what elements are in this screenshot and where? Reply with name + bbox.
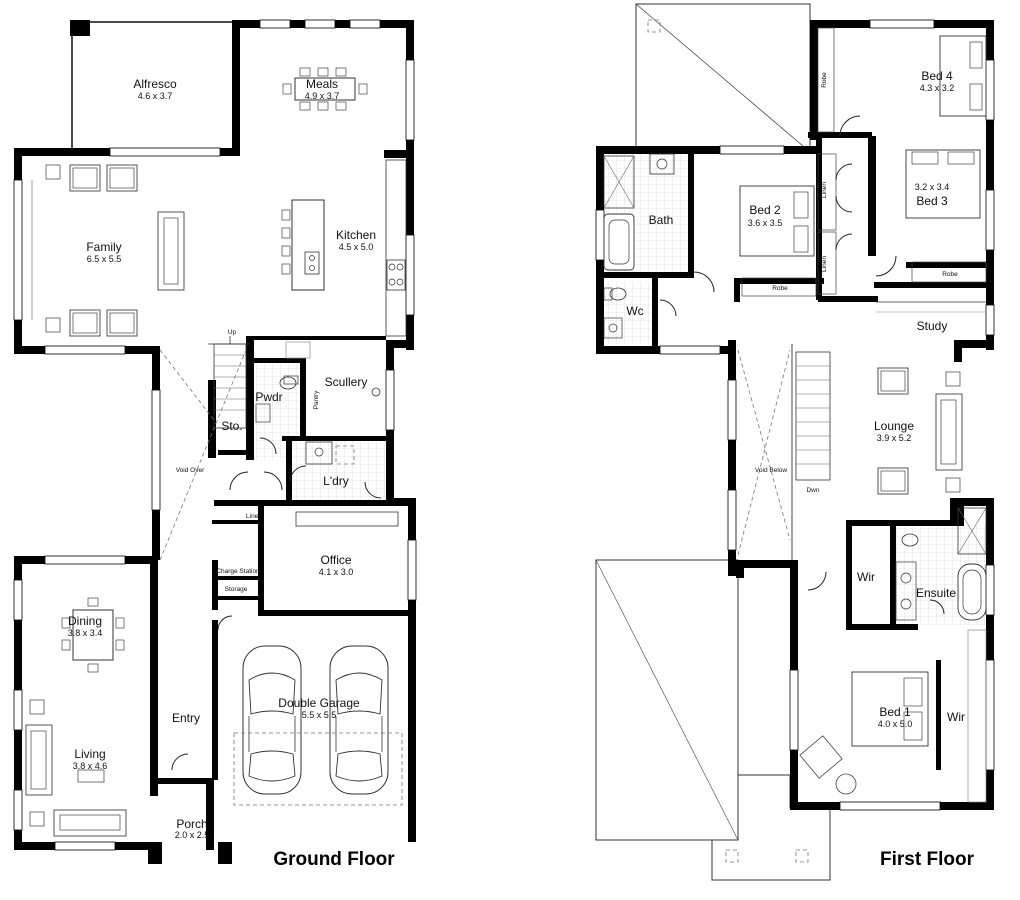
dining-size: 3.8 x 3.4 bbox=[68, 628, 103, 638]
storage-note: Storage bbox=[225, 586, 248, 593]
robe-bed4-note: Robe bbox=[821, 72, 828, 88]
ground-floor-title: Ground Floor bbox=[273, 849, 395, 870]
lounge-size: 3.9 x 5.2 bbox=[877, 433, 912, 443]
living-label: Living bbox=[74, 747, 105, 761]
porch-label: Porch bbox=[176, 817, 207, 831]
linen-2-note: Linen bbox=[821, 256, 828, 272]
stairs-up-note: Up bbox=[228, 329, 237, 336]
bed3-label: Bed 3 bbox=[916, 194, 948, 208]
bed2-label: Bed 2 bbox=[749, 203, 781, 217]
wc-label: Wc bbox=[626, 304, 643, 318]
pantry-label: Pantry bbox=[313, 390, 320, 410]
void-below-note: Void Below bbox=[755, 467, 787, 474]
bed1-label: Bed 1 bbox=[879, 705, 911, 719]
charge-station-note: Charge Station bbox=[216, 568, 260, 575]
office-label: Office bbox=[320, 553, 351, 567]
office-size: 4.1 x 3.0 bbox=[319, 567, 354, 577]
bed4-size: 4.3 x 3.2 bbox=[920, 83, 955, 93]
first-floor bbox=[595, 3, 995, 881]
linen-1-note: Linen bbox=[821, 182, 828, 198]
study-label: Study bbox=[917, 319, 948, 333]
bed1-size: 4.0 x 5.0 bbox=[878, 719, 913, 729]
sto-label: Sto. bbox=[221, 419, 242, 433]
living-size: 3.8 x 4.6 bbox=[73, 761, 108, 771]
kitchen-size: 4.5 x 5.0 bbox=[339, 242, 374, 252]
garage-label: Double Garage bbox=[278, 696, 360, 710]
robe-bed3-note: Robe bbox=[942, 271, 958, 278]
wir2-label: Wir bbox=[947, 710, 965, 724]
bed3-size: 3.2 x 3.4 bbox=[915, 182, 950, 192]
garage-size: 5.5 x 5.5 bbox=[302, 710, 337, 720]
bath-label: Bath bbox=[649, 213, 674, 227]
bed4-label: Bed 4 bbox=[921, 69, 953, 83]
laundry-label: L'dry bbox=[323, 474, 349, 488]
linen-note: Linen bbox=[246, 513, 262, 520]
bed2-size: 3.6 x 3.5 bbox=[748, 218, 783, 228]
wir-label: Wir bbox=[857, 570, 875, 584]
meals-label: Meals bbox=[306, 77, 338, 91]
void-over-note: Void Over bbox=[176, 467, 205, 474]
dining-label: Dining bbox=[68, 614, 102, 628]
ground-floor bbox=[13, 19, 417, 864]
porch-size: 2.0 x 2.5 bbox=[175, 830, 210, 840]
kitchen-label: Kitchen bbox=[336, 228, 376, 242]
meals-size: 4.9 x 3.7 bbox=[305, 91, 340, 101]
scullery-label: Scullery bbox=[325, 375, 368, 389]
robe-bed2-note: Robe bbox=[772, 285, 788, 292]
entry-label: Entry bbox=[172, 711, 200, 725]
alfresco-label: Alfresco bbox=[133, 77, 177, 91]
lounge-label: Lounge bbox=[874, 419, 914, 433]
stairs-down-note: Dwn bbox=[806, 487, 819, 494]
family-label: Family bbox=[86, 240, 121, 254]
laundry-tiles bbox=[290, 440, 386, 500]
wc-tiles bbox=[600, 282, 654, 344]
alfresco-size: 4.6 x 3.7 bbox=[138, 91, 173, 101]
first-floor-title: First Floor bbox=[880, 849, 975, 870]
ensuite-label: Ensuite bbox=[916, 586, 956, 600]
pwdr-label: Pwdr bbox=[255, 390, 282, 404]
family-size: 6.5 x 5.5 bbox=[87, 254, 122, 264]
